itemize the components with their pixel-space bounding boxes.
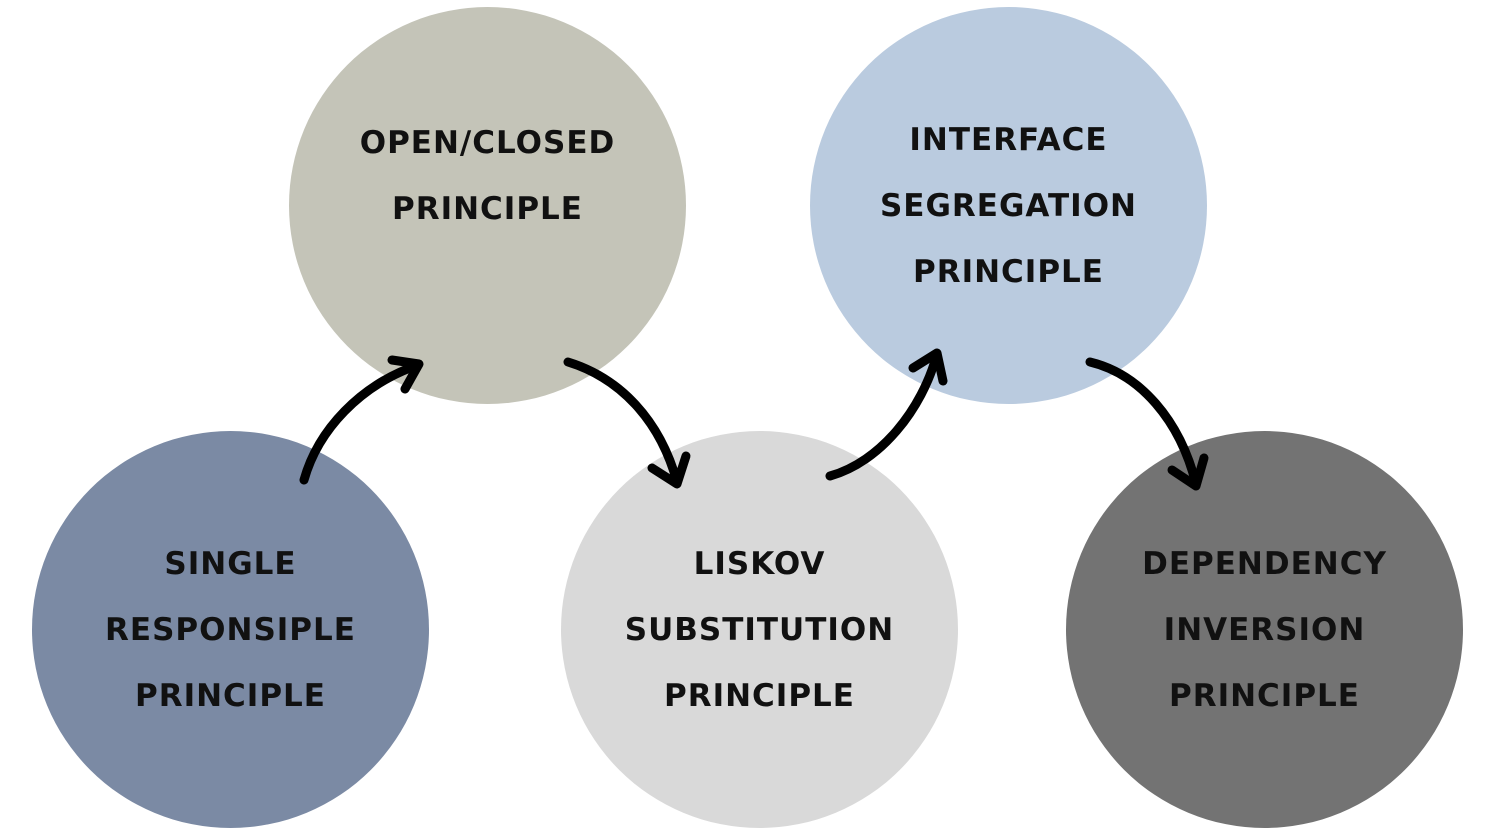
dip-label-line-3: PRINCIPLE <box>1168 677 1360 714</box>
isp-label-line-2: SEGREGATION <box>879 187 1137 224</box>
srp-label-line-3: PRINCIPLE <box>134 677 326 714</box>
srp-label-line-2: RESPONSIPLE <box>105 611 356 648</box>
ocp-label-line-2: PRINCIPLE <box>391 190 583 227</box>
dependency-inversion-circle: DEPENDENCY INVERSION PRINCIPLE <box>1066 431 1463 828</box>
liskov-substitution-circle: LISKOV SUBSTITUTION PRINCIPLE <box>561 431 958 828</box>
lsp-label-line-2: SUBSTITUTION <box>624 611 895 648</box>
lsp-label-line-1: LISKOV <box>693 545 826 582</box>
single-responsibility-circle: SINGLE RESPONSIPLE PRINCIPLE <box>32 431 429 828</box>
lsp-label-line-3: PRINCIPLE <box>663 677 855 714</box>
interface-segregation-circle: INTERFACE SEGREGATION PRINCIPLE <box>810 7 1207 404</box>
dip-label-line-2: INVERSION <box>1163 611 1366 648</box>
isp-label-line-3: PRINCIPLE <box>912 253 1104 290</box>
ocp-label-line-1: OPEN/CLOSED <box>359 124 616 161</box>
open-closed-circle: OPEN/CLOSED PRINCIPLE <box>289 7 686 404</box>
dip-label-line-1: DEPENDENCY <box>1142 545 1387 582</box>
srp-label-line-1: SINGLE <box>164 545 297 582</box>
isp-label-line-1: INTERFACE <box>909 121 1108 158</box>
